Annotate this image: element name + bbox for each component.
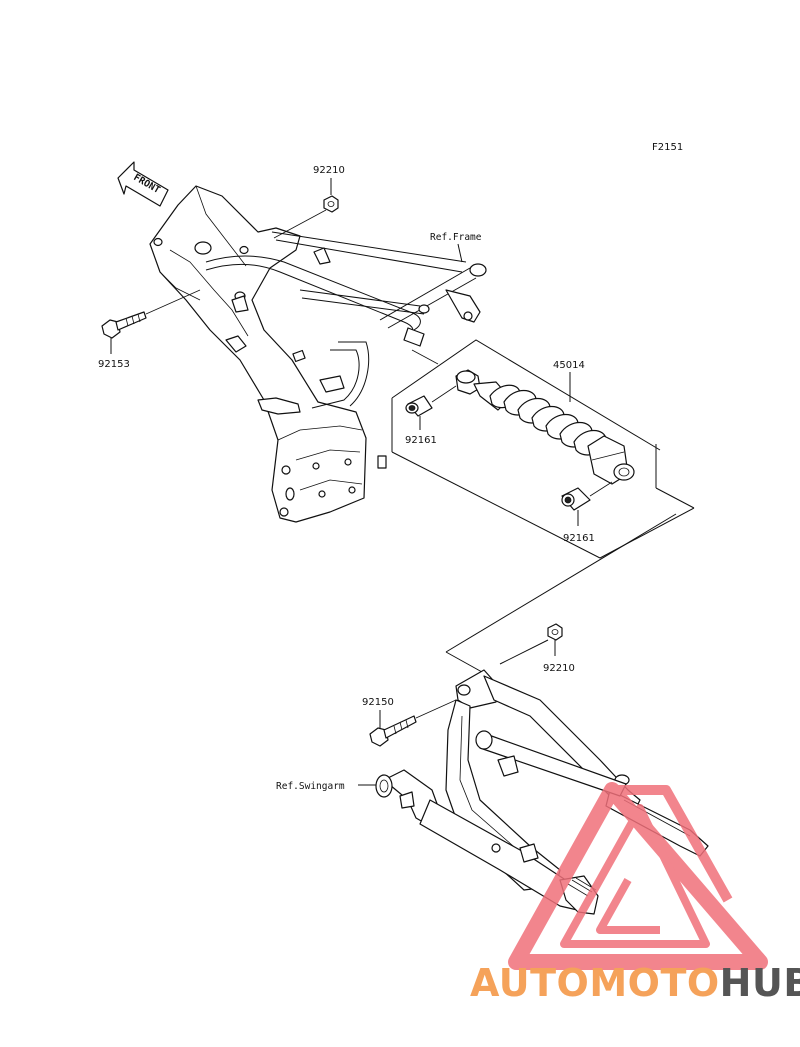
figure-code: F2151 — [652, 142, 683, 153]
frame-drawing — [149, 185, 487, 523]
shock-absorber-45014 — [455, 369, 635, 485]
bolt-92153 — [101, 289, 201, 354]
ref-swingarm-label: Ref.Swingarm — [276, 781, 345, 792]
part-number-nut-top: 92210 — [313, 165, 345, 176]
watermark-brand: AUTOMOTOHUB — [470, 961, 800, 1005]
bushing-92161-lower — [561, 481, 613, 526]
part-number-nut-bottom: 92210 — [543, 663, 575, 674]
part-number-bolt-frame: 92153 — [98, 359, 130, 370]
part-number-shock: 45014 — [553, 360, 585, 371]
bolt-92150 — [369, 699, 457, 747]
automotohub-logo-icon — [508, 782, 768, 970]
front-arrow-icon: FRONT — [117, 161, 169, 207]
part-number-bushing-upper: 92161 — [405, 435, 437, 446]
ref-frame-label: Ref.Frame — [430, 232, 482, 243]
watermark-brand-part1: AUTOMOTO — [470, 961, 720, 1005]
nut-92210-bottom — [547, 623, 563, 656]
swingarm-group-box — [445, 513, 677, 673]
shock-group-box — [391, 339, 695, 559]
ref-frame-leader — [457, 243, 463, 263]
nut-92210-top — [273, 178, 339, 239]
part-number-bolt-swingarm: 92150 — [362, 697, 394, 708]
bushing-92161-upper — [405, 385, 457, 430]
watermark-brand-part2: HUB — [720, 961, 800, 1005]
part-number-bushing-lower: 92161 — [563, 533, 595, 544]
swingarm-drawing — [375, 669, 709, 915]
